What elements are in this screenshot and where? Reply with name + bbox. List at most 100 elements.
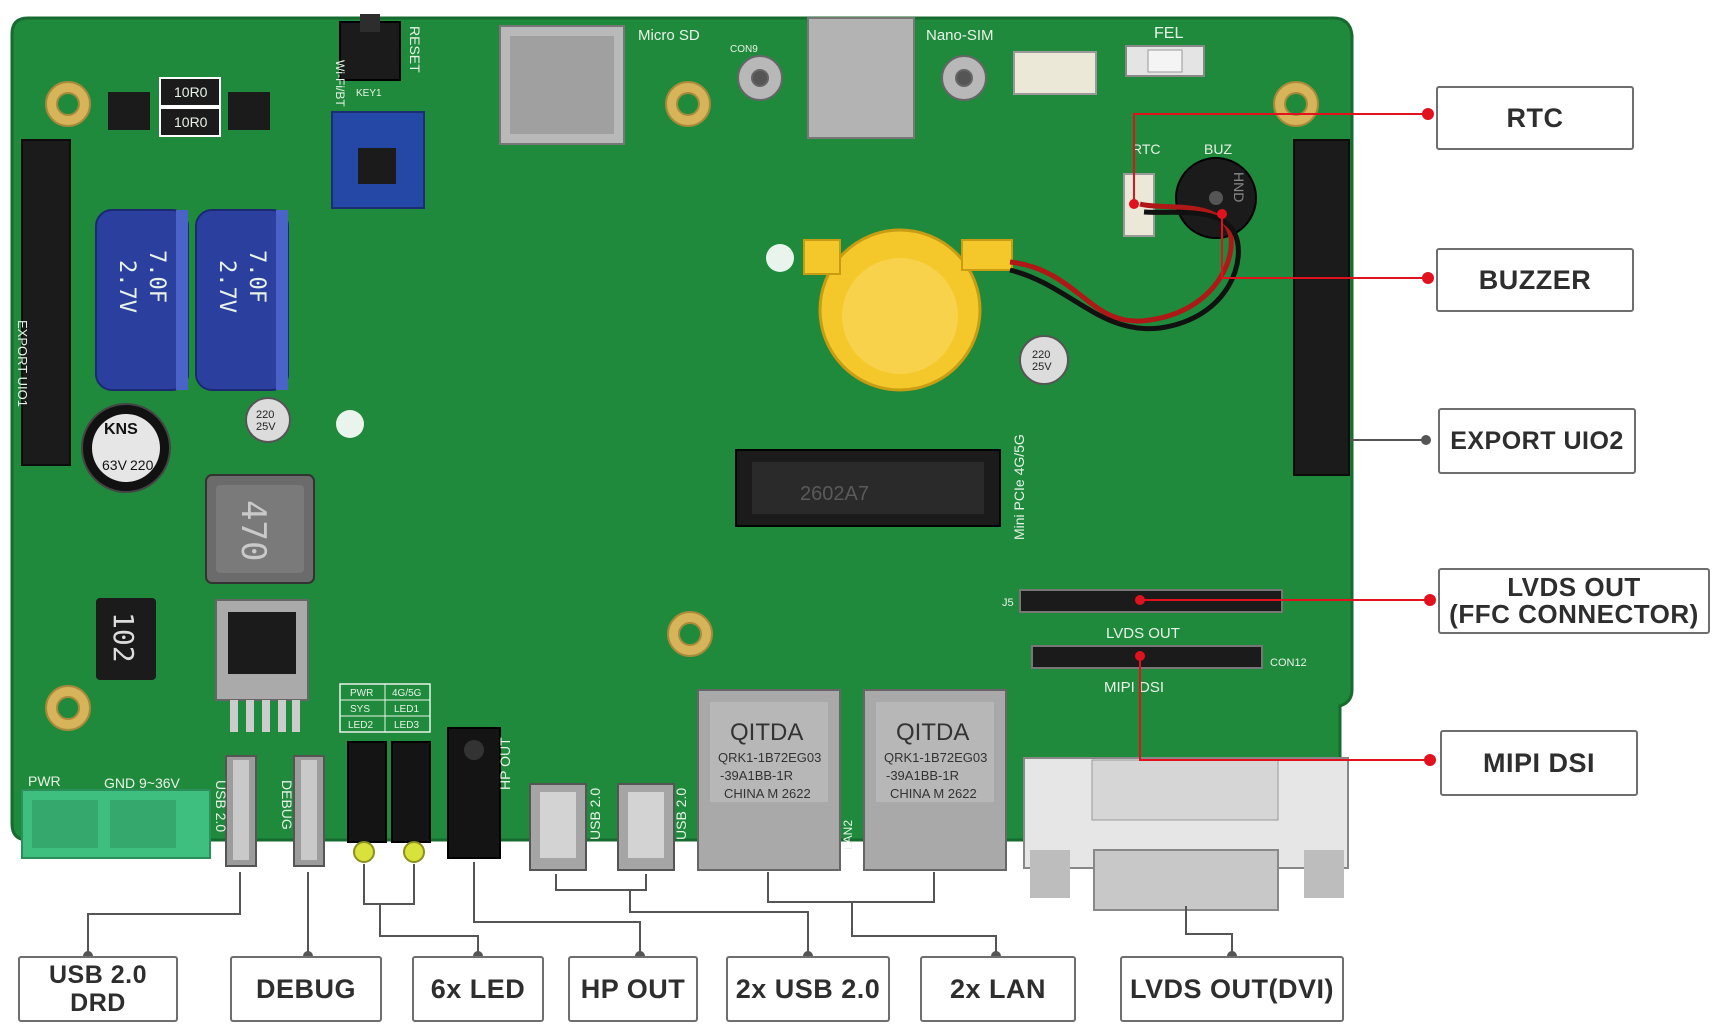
callout-mipi-dsi: MIPI DSI bbox=[1440, 730, 1638, 796]
inductor-102 bbox=[96, 598, 156, 680]
wifi-bt-silk: Wi-Fi/BT bbox=[333, 60, 347, 107]
micro-sd-silk: Micro SD bbox=[638, 27, 700, 44]
res-label-b: 10R0 bbox=[174, 114, 208, 130]
rj45-b-line2: -39A1BB-1R bbox=[886, 768, 959, 783]
callout-buzzer: BUZZER bbox=[1436, 248, 1634, 312]
inductor-102-label: 102 bbox=[107, 612, 140, 663]
inductor-470 bbox=[205, 474, 315, 584]
rtc-coin-cell bbox=[803, 228, 1013, 392]
rj45-a-line3: CHINA M 2622 bbox=[724, 786, 811, 801]
led-silk-led3: LED3 bbox=[394, 720, 419, 731]
rj45-a-line2: -39A1BB-1R bbox=[720, 768, 793, 783]
power-terminal-block bbox=[21, 789, 211, 859]
callout-lvds-out-dvi: LVDS OUT(DVI) bbox=[1120, 956, 1344, 1022]
led-status-table bbox=[339, 683, 431, 733]
cap-a-rating-1: 2.7V bbox=[114, 260, 139, 313]
led-silk-pwr: PWR bbox=[350, 688, 373, 699]
micro-sd-slot bbox=[499, 25, 625, 145]
export-uio1-silk: EXPORT UIO1 bbox=[15, 320, 30, 407]
inductor-470-label: 470 bbox=[233, 500, 273, 561]
rj45-a-brand: QITDA bbox=[730, 719, 803, 746]
rtc-silk: RTC bbox=[1132, 141, 1161, 157]
rj45-a-line1: QRK1-1B72EG03 bbox=[718, 750, 821, 765]
shunt-resistors bbox=[108, 77, 270, 137]
export-uio2-header bbox=[1293, 139, 1350, 476]
con12-silk: CON12 bbox=[1270, 657, 1307, 669]
callout-lvds-out-ffc-line1: LVDS OUT bbox=[1507, 572, 1641, 602]
supercapacitors bbox=[95, 209, 289, 391]
pcie-part-silk: 2602A7 bbox=[800, 483, 869, 505]
buzzer bbox=[1175, 157, 1257, 239]
fel-button bbox=[1125, 45, 1205, 77]
fel-silk: FEL bbox=[1154, 25, 1183, 42]
mini-pcie-silk: Mini PCIe 4G/5G bbox=[1011, 434, 1027, 540]
small-cap-mid-voltage: 25V bbox=[1032, 361, 1052, 373]
reset-silk: RESET bbox=[407, 26, 423, 73]
reset-button bbox=[339, 14, 401, 81]
rtc-connector bbox=[1123, 173, 1155, 237]
cap-a-rating-2: 7.0F bbox=[144, 250, 169, 303]
callout-usb-drd: USB 2.0 DRD bbox=[18, 956, 178, 1022]
lan2-silk: LAN2 bbox=[841, 820, 855, 850]
callout-export-uio2: EXPORT UIO2 bbox=[1438, 408, 1636, 474]
mounting-holes bbox=[45, 81, 1319, 731]
callout-lvds-out-ffc: LVDS OUT (FFC CONNECTOR) bbox=[1438, 568, 1710, 634]
hnd-silk: HND bbox=[1231, 172, 1247, 202]
cap-b-rating-2: 7.0F bbox=[244, 250, 269, 303]
rj45-b-brand: QITDA bbox=[896, 719, 969, 746]
wifi-module bbox=[331, 111, 425, 209]
voltage-regulator bbox=[215, 599, 309, 732]
usb20-silk-a: USB 2.0 bbox=[213, 780, 229, 832]
cap-b-rating-1: 2.7V bbox=[214, 260, 239, 313]
debug-silk: DEBUG bbox=[279, 780, 295, 830]
battery-wires bbox=[1009, 201, 1241, 332]
j5-silk: J5 bbox=[1002, 597, 1014, 609]
hp-out-jack bbox=[447, 727, 501, 859]
kns-brand: KNS bbox=[104, 421, 138, 438]
standoffs bbox=[737, 55, 987, 101]
small-capacitor-left bbox=[245, 397, 291, 443]
buz-silk: BUZ bbox=[1204, 141, 1232, 157]
led-silk-4g5g: 4G/5G bbox=[392, 688, 422, 699]
pwr-silk: PWR bbox=[28, 773, 61, 789]
rj45-b-line3: CHINA M 2622 bbox=[890, 786, 977, 801]
small-cap-left-voltage: 25V bbox=[256, 421, 276, 433]
callout-debug: DEBUG bbox=[230, 956, 382, 1022]
header-j3 bbox=[1013, 51, 1097, 95]
electrolytic-capacitor-kns bbox=[81, 403, 171, 493]
export-uio1-header bbox=[21, 139, 71, 466]
nano-sim-slot bbox=[807, 17, 915, 139]
leader-lines-right bbox=[1133, 113, 1430, 761]
callout-led: 6x LED bbox=[412, 956, 544, 1022]
led-silk-led2: LED2 bbox=[348, 720, 373, 731]
small-cap-mid-value: 220 bbox=[1032, 349, 1050, 361]
callout-hp-out: HP OUT bbox=[568, 956, 698, 1022]
mipi-dsi-connector bbox=[1031, 645, 1263, 669]
usb20-silk-b: USB 2.0 bbox=[587, 788, 603, 840]
led-array bbox=[347, 741, 431, 863]
mipi-dsi-silk: MIPI DSI bbox=[1104, 679, 1164, 696]
rj45-ports bbox=[697, 689, 1007, 871]
lvds-out-silk: LVDS OUT bbox=[1106, 625, 1180, 642]
leader-dots-right bbox=[1129, 108, 1436, 766]
res-label-a: 10R0 bbox=[174, 84, 208, 100]
kns-value: 220 bbox=[130, 457, 154, 473]
usb-ports bbox=[529, 783, 675, 871]
mini-pcie-slot bbox=[735, 449, 1001, 527]
led-silk-sys: SYS bbox=[350, 704, 370, 715]
usb-drd-connector bbox=[225, 755, 257, 867]
small-capacitor-mid bbox=[1019, 335, 1069, 385]
gnd-voltage-silk: GND 9~36V bbox=[104, 775, 181, 791]
leader-lines-bottom bbox=[87, 862, 1233, 956]
key1-silk: KEY1 bbox=[356, 88, 382, 99]
usb20-silk-c: USB 2.0 bbox=[673, 788, 689, 840]
kns-voltage: 63V bbox=[102, 457, 128, 473]
nano-sim-silk: Nano-SIM bbox=[926, 27, 994, 44]
callout-lvds-out-ffc-line2: (FFC CONNECTOR) bbox=[1449, 599, 1699, 629]
hp-out-silk: HP OUT bbox=[497, 737, 513, 790]
callout-usb2: 2x USB 2.0 bbox=[726, 956, 890, 1022]
rj45-b-line1: QRK1-1B72EG03 bbox=[884, 750, 987, 765]
dvi-connector bbox=[1023, 757, 1349, 911]
